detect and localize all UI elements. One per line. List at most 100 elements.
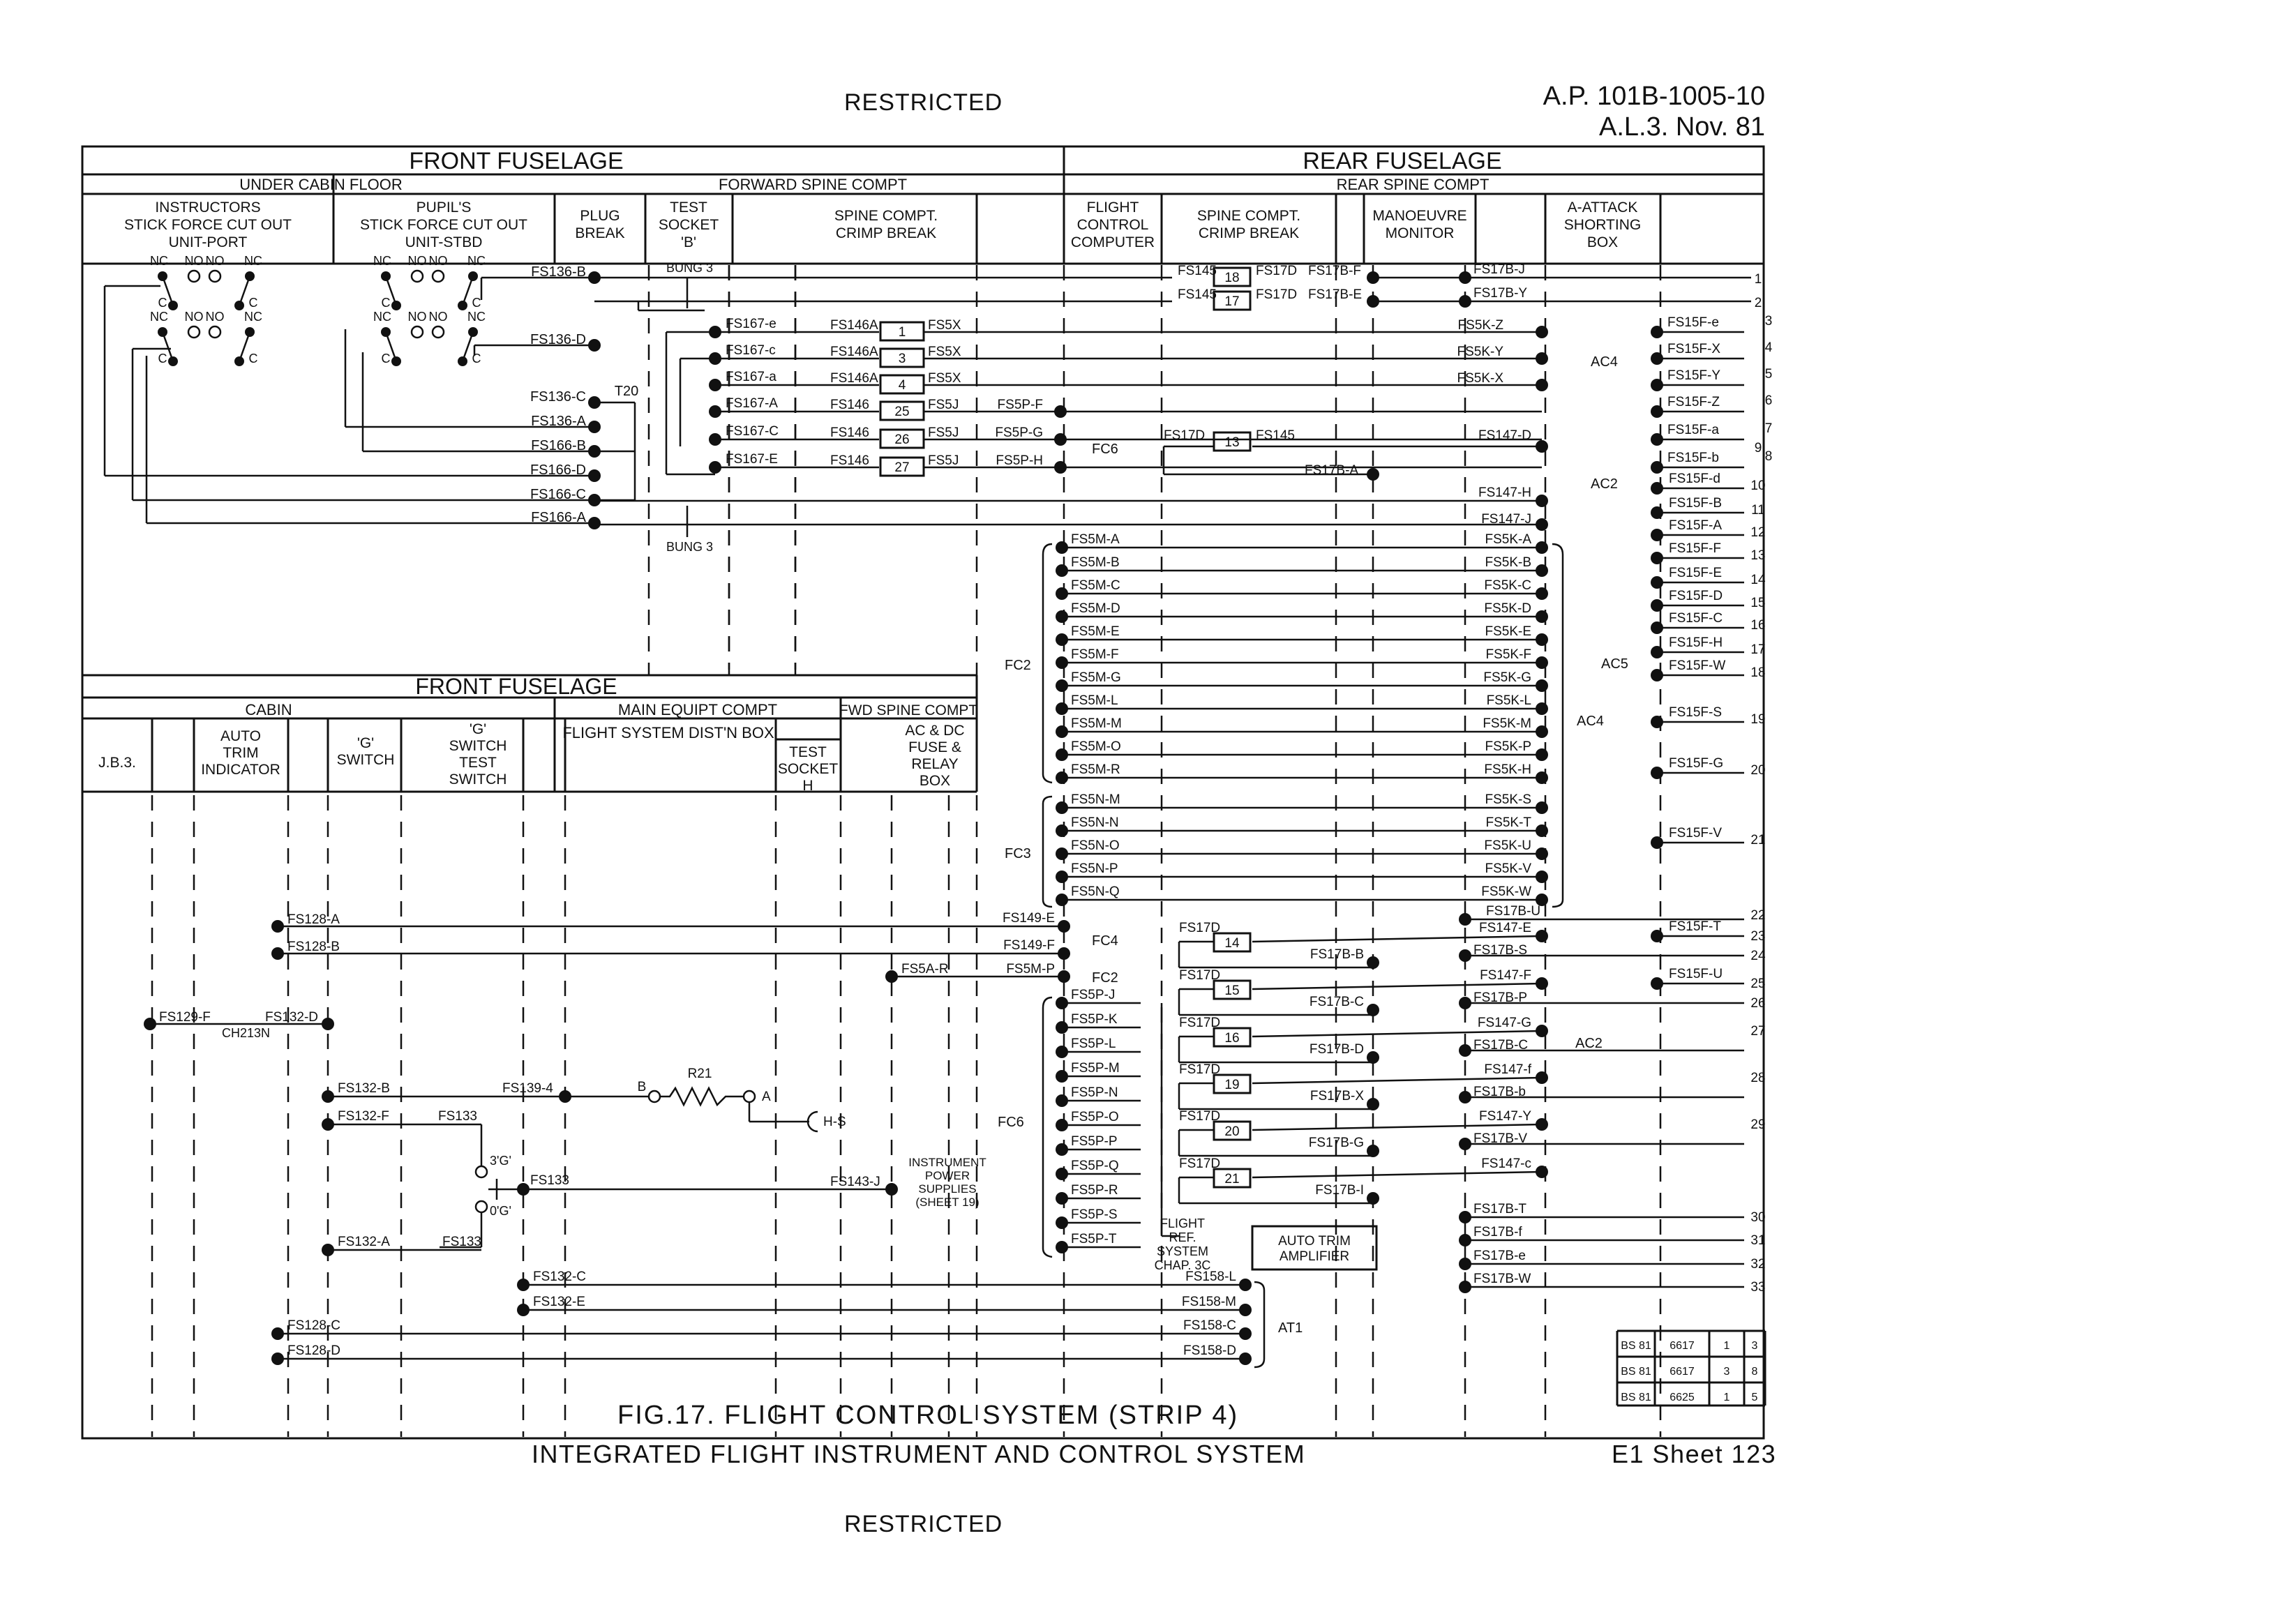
terminal-dot [1056,771,1068,784]
column-heading: MONITOR [1386,225,1455,241]
parts-table-cell: BS 81 [1621,1392,1651,1403]
test-socket-h [806,1110,818,1133]
column-heading: A-ATTACK [1568,199,1638,216]
switch-label: C [472,296,481,310]
wire-label: FS15F-D [1669,589,1723,603]
wire-label: FS5P-O [1071,1110,1119,1124]
column-heading: BOX [920,773,950,789]
wire-label: FS5P-S [1071,1207,1118,1222]
terminal-dot [1536,633,1548,646]
column-heading: 'G' [470,721,486,737]
switch-label: NC [373,310,391,324]
crimp-label: 25 [894,405,909,419]
column-heading: SWITCH [337,752,395,768]
upper-rear-title: REAR FUSELAGE [1303,148,1501,174]
column-heading: PLUG [580,208,620,224]
switch-contact [208,269,222,283]
wire-label: FS5M-G [1071,670,1121,685]
terminal-dot [1536,326,1548,338]
switch-arm [384,331,398,362]
line-number: 27 [1750,1024,1765,1039]
terminal-dot [144,1018,156,1030]
wire-label: FS167-c [726,343,776,358]
terminal-dot [1651,930,1663,942]
line-number: 11 [1751,503,1765,518]
ac2-label: AC2 [1575,1036,1603,1051]
bung-label: BUNG 3 [666,261,713,275]
line-number: 2 [1755,296,1762,310]
switch-label: NO [206,254,225,268]
wire-label: FS147-D [1478,428,1531,443]
wire-label: FS15F-a [1667,423,1719,437]
section-fwd-spine: FORWARD SPINE COMPT [719,176,907,193]
line-number: 3 [1765,314,1773,329]
wire-label: FS143-J [830,1175,880,1189]
switch-label: C [382,352,391,366]
wire-label: FS5K-Z [1458,318,1504,333]
lower-front-title: FRONT FUSELAGE [415,674,617,699]
terminal-dot [1367,1145,1379,1157]
wire-label: FS17B-I [1315,1183,1364,1198]
line-number: 14 [1750,573,1766,587]
wire-label: FS17B-S [1473,943,1527,958]
switch-contact [391,301,401,310]
terminal-dot [1651,716,1663,728]
wire-label: FS17B-W [1473,1272,1531,1286]
line-number: 18 [1750,665,1765,680]
wire-label: FS167-a [726,370,776,384]
terminal-dot [1056,1021,1068,1034]
crimp-label: 21 [1224,1172,1239,1186]
terminal-dot [1056,1119,1068,1131]
wire-label: FS133 [530,1173,569,1188]
terminal-dot [517,1304,530,1316]
terminal-dot [1536,587,1548,600]
r21-label: R21 [688,1067,712,1081]
terminal-dot [1056,610,1068,623]
doc-ref-2: A.L.3. Nov. 81 [1599,112,1765,142]
crimp-label: 4 [899,378,906,393]
terminal-dot [271,1352,284,1365]
terminal-dot [1056,564,1068,577]
wire-label: FS167-A [726,396,778,411]
wire-label: FS5K-T [1486,815,1532,830]
wire-label: FS15F-U [1669,967,1723,981]
wire-label: FS15F-W [1669,658,1725,673]
wire-label: FS5J [928,425,959,440]
terminal-dot [1056,541,1068,554]
switch-label: NO [185,254,204,268]
wire-label: FS5P-Q [1071,1159,1119,1173]
terminal-dot [1651,767,1663,779]
line-number: 23 [1750,929,1765,944]
switch-arm [161,276,174,306]
wire-label: FS15F-T [1669,919,1721,934]
wire-label: FS158-D [1183,1343,1236,1358]
wire-label: FS5N-N [1071,815,1119,830]
crimp-label: 27 [894,460,909,475]
column-heading: TEST [459,755,497,771]
switch-contact [391,356,401,366]
wire-label: FS17B-G [1309,1136,1364,1150]
terminal-dot [1536,495,1548,507]
column-heading: SWITCH [449,771,507,788]
wire-label: FS5N-M [1071,792,1120,807]
wire-label: FS146 [830,398,869,412]
terminal-dot [1056,1216,1068,1229]
terminal-dot [1058,920,1070,933]
classification-top: RESTRICTED [844,89,1003,116]
switch-contact [168,301,178,310]
terminal-dot [1459,1138,1471,1150]
parts-table-cell: 5 [1752,1392,1758,1403]
wire-label: FS167-C [726,424,779,439]
line-number: 10 [1750,479,1765,493]
wire-label: FS5K-P [1485,739,1531,754]
wire-label: FS147-E [1479,921,1531,935]
bracket [1254,1281,1266,1369]
plug-pin-label: FS166-A [531,510,587,525]
terminal-dot [1536,725,1548,738]
terminal-dot [1367,271,1379,284]
plug-pin-label: FS136-A [531,414,587,429]
line-number: 25 [1750,977,1765,991]
crimp-box [1213,431,1252,452]
terminal-dot [1056,871,1068,883]
terminal-dot [1651,461,1663,474]
